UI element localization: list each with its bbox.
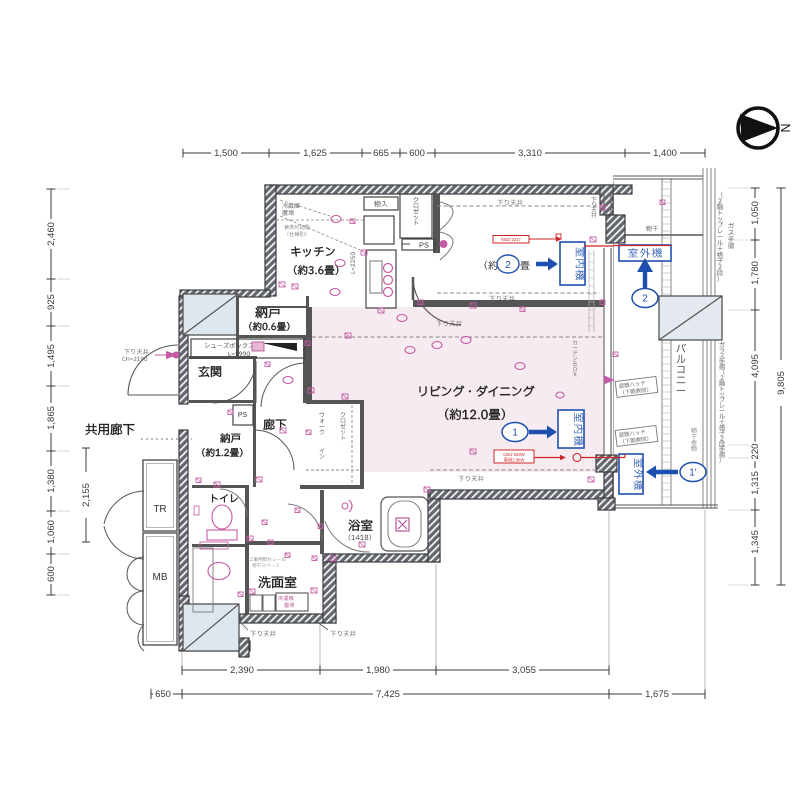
svg-text:PS: PS — [419, 241, 429, 250]
svg-text:9,805: 9,805 — [776, 371, 787, 395]
svg-text:600: 600 — [409, 148, 425, 159]
svg-text:2: 2 — [505, 259, 511, 271]
svg-text:1,380: 1,380 — [46, 469, 57, 493]
svg-text:1,500: 1,500 — [214, 148, 238, 159]
svg-text:1,315: 1,315 — [750, 471, 761, 495]
svg-text:1,050: 1,050 — [750, 201, 761, 225]
svg-text:4,095: 4,095 — [750, 354, 761, 378]
svg-text:1,345: 1,345 — [750, 530, 761, 554]
svg-text:1,780: 1,780 — [750, 261, 761, 285]
svg-text:2,390: 2,390 — [230, 665, 254, 676]
svg-text:MB: MB — [153, 572, 168, 583]
svg-text:1,495: 1,495 — [46, 344, 57, 368]
svg-text:1,675: 1,675 — [645, 689, 669, 700]
svg-text:専用2.0kW: 専用2.0kW — [504, 457, 526, 464]
svg-text:220: 220 — [750, 444, 761, 460]
svg-text:600: 600 — [46, 566, 57, 582]
svg-text:1: 1 — [512, 428, 518, 439]
svg-text:2,155: 2,155 — [81, 483, 92, 507]
svg-text:3,310: 3,310 — [518, 148, 542, 159]
svg-text:925: 925 — [46, 294, 57, 310]
svg-text:2,460: 2,460 — [46, 222, 57, 246]
svg-text:PS: PS — [238, 412, 248, 419]
svg-text:1,865: 1,865 — [46, 406, 57, 430]
svg-text:CBU-253W: CBU-253W — [503, 452, 526, 457]
svg-text:665: 665 — [373, 148, 389, 159]
svg-text:7,425: 7,425 — [376, 689, 400, 700]
svg-text:3,055: 3,055 — [512, 665, 536, 676]
svg-text:650: 650 — [155, 689, 171, 700]
svg-text:2: 2 — [642, 294, 648, 305]
svg-text:TR: TR — [153, 504, 166, 515]
svg-text:1,625: 1,625 — [303, 148, 327, 159]
svg-text:1,060: 1,060 — [46, 520, 57, 544]
svg-text:1,980: 1,980 — [366, 665, 390, 676]
svg-text:N: N — [779, 123, 793, 132]
svg-text:MSZ-2217: MSZ-2217 — [501, 237, 521, 242]
svg-text:1': 1' — [689, 468, 697, 479]
svg-text:1,400: 1,400 — [653, 148, 677, 159]
